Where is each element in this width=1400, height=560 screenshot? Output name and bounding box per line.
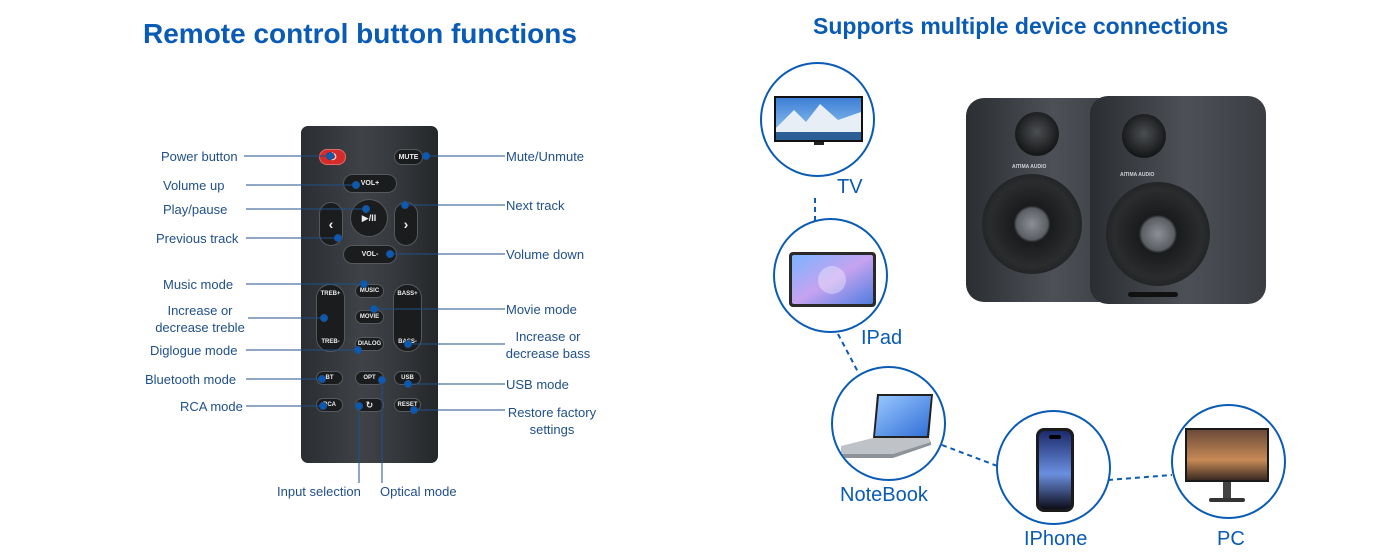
right-woofer	[1106, 182, 1210, 286]
next-icon: ›	[394, 202, 418, 246]
bass-plus-label: BASS+	[397, 291, 418, 297]
label-volume-down: Volume down	[506, 247, 585, 262]
input-cycle-icon: ↻	[355, 398, 384, 412]
pc-label: PC	[1217, 528, 1245, 550]
dialog-remote-button: DIALOG	[355, 337, 384, 351]
left-speaker-brand-logo: AITIMA AUDIO	[1012, 164, 1047, 170]
devices-panel-title: Supports multiple device connections	[813, 13, 1229, 39]
label-bluetooth-mode: Bluetooth mode	[145, 372, 237, 387]
label-volume-up: Volume up	[163, 178, 225, 193]
label-previous-track: Previous track	[156, 231, 239, 246]
label-bass-line1: Increase or	[515, 329, 581, 344]
ipad-device-circle	[773, 218, 888, 333]
label-music-mode: Music mode	[163, 277, 234, 292]
pc-monitor-icon	[1185, 428, 1269, 502]
opt-remote-button: OPT	[355, 371, 384, 385]
ipad-label: IPad	[861, 327, 903, 349]
remote-panel-title: Remote control button functions	[143, 18, 577, 49]
label-rca-mode: RCA mode	[180, 399, 243, 414]
label-optical-mode: Optical mode	[380, 484, 457, 499]
right-speaker-brand-logo: AITIMA AUDIO	[1120, 172, 1155, 178]
label-treble-line1: Increase or	[167, 303, 233, 318]
iphone-icon	[1036, 428, 1074, 512]
iphone-device-circle	[996, 410, 1111, 525]
label-restore-line2: settings	[529, 422, 575, 437]
treb-minus-label: TREB-	[321, 339, 340, 345]
label-restore: Restore factory settings	[502, 404, 602, 438]
label-power-button: Power button	[161, 149, 238, 164]
label-bass: Increase or decrease bass	[498, 328, 598, 362]
left-tweeter	[1015, 112, 1059, 156]
ipad-icon	[789, 252, 876, 307]
label-mute-unmute: Mute/Unmute	[506, 149, 585, 164]
label-dialogue-mode: Diglogue mode	[150, 343, 238, 358]
tv-device-circle	[760, 62, 875, 177]
right-speaker: AITIMA AUDIO	[1090, 96, 1266, 304]
label-restore-line1: Restore factory	[507, 405, 597, 420]
notebook-icon	[841, 394, 933, 458]
bass-port	[1128, 292, 1178, 297]
label-treble-line2: decrease treble	[155, 320, 245, 335]
movie-remote-button: MOVIE	[355, 310, 384, 324]
label-usb-mode: USB mode	[506, 377, 569, 392]
tv-icon	[774, 96, 863, 145]
label-next-track: Next track	[506, 198, 565, 213]
treb-plus-label: TREB+	[320, 291, 341, 297]
bass-rocker: BASS+ BASS-	[393, 284, 422, 352]
tv-label: TV	[837, 176, 863, 198]
notebook-device-circle	[831, 366, 946, 481]
right-tweeter	[1122, 114, 1166, 158]
label-input-selection: Input selection	[277, 484, 361, 499]
iphone-label: IPhone	[1024, 528, 1088, 550]
mute-remote-button: MUTE	[394, 149, 423, 165]
label-movie-mode: Movie mode	[506, 302, 577, 317]
pc-device-circle	[1171, 404, 1286, 519]
play-pause-remote-button: ▶/II	[350, 199, 388, 237]
notebook-label: NoteBook	[840, 484, 928, 506]
label-treble: Increase or decrease treble	[150, 302, 250, 336]
label-bass-line2: decrease bass	[505, 346, 591, 361]
left-woofer	[982, 174, 1082, 274]
label-play-pause: Play/pause	[163, 202, 228, 217]
